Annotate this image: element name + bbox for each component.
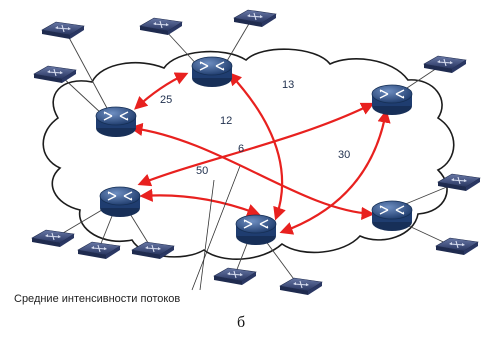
switch-icon xyxy=(77,241,121,260)
switch-icon xyxy=(31,229,75,248)
switch-icon xyxy=(33,65,77,84)
router-icon xyxy=(371,200,413,232)
traffic-flows xyxy=(129,72,391,235)
router-icon xyxy=(95,106,137,138)
flow-line-r3-r5 xyxy=(279,109,391,235)
switch-icon xyxy=(233,9,277,28)
switch-icon xyxy=(423,55,467,74)
flow-label-13: 13 xyxy=(282,79,294,91)
router-icon xyxy=(235,214,277,246)
flow-label-50: 50 xyxy=(196,165,208,177)
router-icon xyxy=(371,84,413,116)
flow-label-30: 30 xyxy=(338,149,350,161)
caption-leader-lines xyxy=(191,165,241,291)
switch-icon xyxy=(279,277,323,296)
flow-label-12: 12 xyxy=(220,115,232,127)
router-icon xyxy=(191,56,233,88)
switch-icon xyxy=(139,17,183,36)
switch-icon xyxy=(435,237,479,256)
flow-label-25: 25 xyxy=(160,94,172,106)
flow-label-6: 6 xyxy=(238,143,244,155)
router-icon xyxy=(99,186,141,218)
figure-sublabel: б xyxy=(237,314,245,331)
flow-line-r4-r5 xyxy=(139,188,261,217)
diagram-caption: Средние интенсивности потоков xyxy=(14,293,180,305)
switch-icon xyxy=(213,267,257,286)
switch-icon xyxy=(41,21,85,40)
